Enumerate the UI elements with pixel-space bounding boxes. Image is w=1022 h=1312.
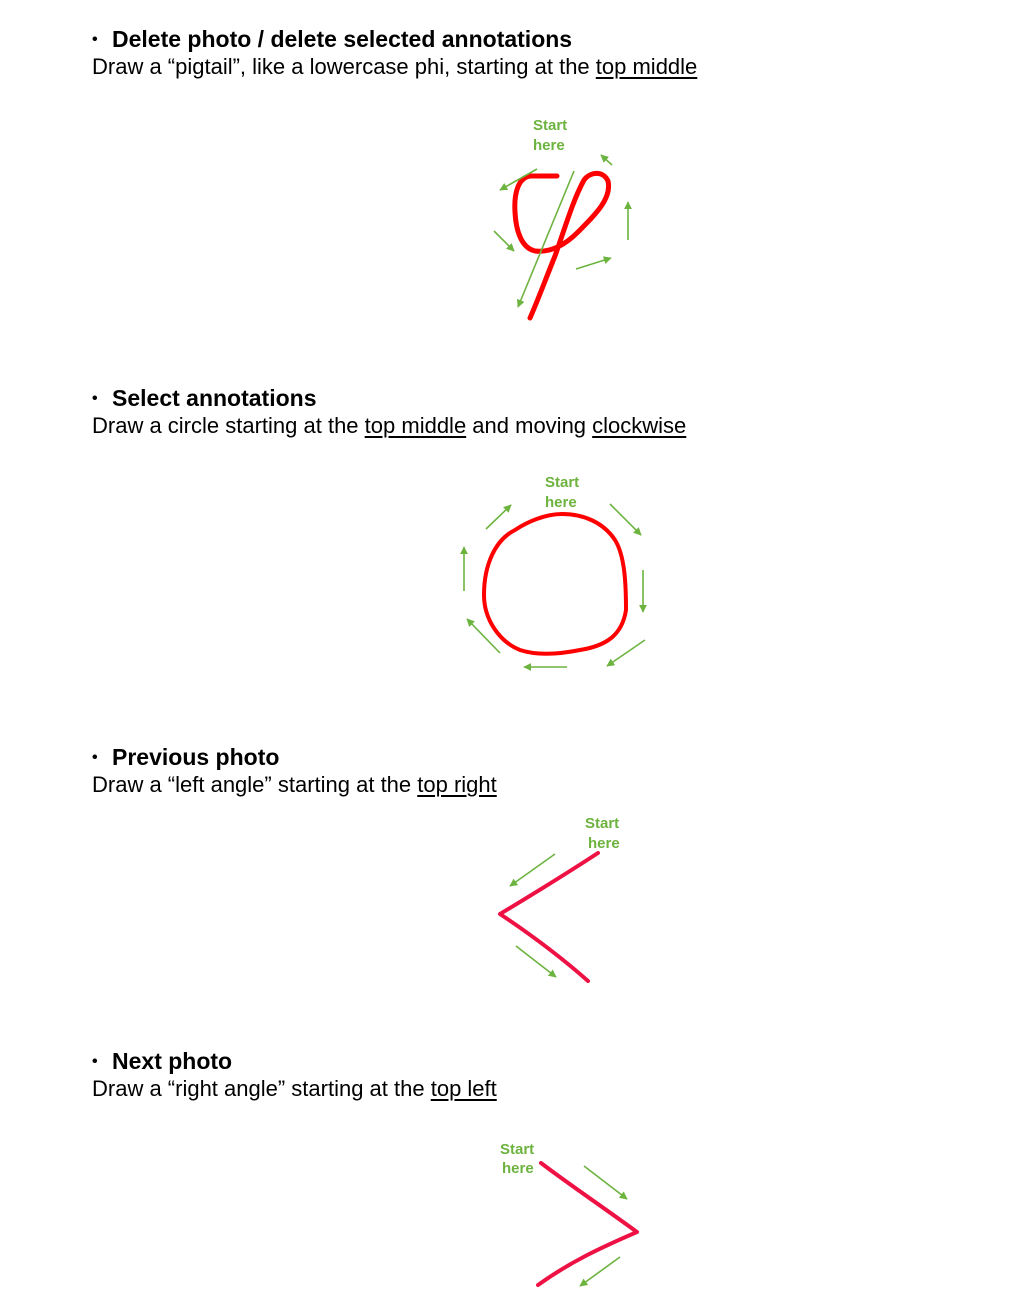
arrow-icon	[515, 945, 557, 978]
title-text: Delete photo / delete selected annotatio…	[112, 26, 573, 52]
start-label: Start	[585, 815, 619, 832]
desc-text: Draw a circle starting at the	[92, 413, 365, 438]
circle-gesture-icon: Start here	[460, 474, 647, 671]
arrow-icon	[517, 170, 575, 308]
arrow-icon	[466, 618, 501, 654]
start-label: here	[502, 1160, 534, 1177]
instruction-description: Draw a “right angle” starting at the top…	[92, 1075, 497, 1103]
start-label: here	[545, 494, 577, 511]
instruction-description: Draw a “left angle” starting at the top …	[92, 771, 497, 799]
start-label: Start	[500, 1141, 534, 1158]
left-angle-gesture-icon: Start here	[498, 815, 620, 983]
gesture-stroke	[498, 851, 600, 983]
arrow-icon	[485, 504, 512, 530]
arrow-icon	[609, 503, 642, 536]
title-text: Previous photo	[112, 744, 280, 770]
desc-text: Draw a “right angle” starting at the	[92, 1076, 431, 1101]
bullet-icon: •	[92, 31, 98, 48]
arrow-icon	[575, 256, 612, 270]
bullet-icon: •	[92, 390, 98, 407]
start-label: Start	[533, 117, 567, 134]
arrow-icon	[600, 154, 613, 166]
desc-emphasis: top middle	[364, 413, 467, 438]
instruction-title: • Next photo	[92, 1047, 232, 1076]
desc-text: and moving	[466, 413, 593, 438]
right-angle-gesture-icon: Start here	[500, 1141, 639, 1287]
arrow-icon	[579, 1256, 621, 1287]
instruction-description: Draw a “pigtail”, like a lowercase phi, …	[92, 53, 697, 81]
instruction-title: • Previous photo	[92, 743, 279, 772]
pigtail-gesture-icon: Start here	[493, 117, 632, 321]
desc-emphasis: top left	[430, 1076, 497, 1101]
arrow-icon	[606, 639, 646, 667]
arrow-icon	[493, 230, 515, 252]
gesture-stroke	[536, 1161, 639, 1287]
desc-emphasis: top middle	[595, 54, 698, 79]
instruction-title: • Select annotations	[92, 384, 316, 413]
desc-text: Draw a “pigtail”, like a lowercase phi, …	[92, 54, 596, 79]
gesture-stroke	[512, 170, 612, 321]
start-label: Start	[545, 474, 579, 491]
title-text: Next photo	[112, 1048, 233, 1074]
start-label: here	[588, 835, 620, 852]
title-text: Select annotations	[112, 385, 317, 411]
arrow-icon	[499, 168, 538, 191]
arrow-icon	[583, 1165, 628, 1200]
bullet-icon: •	[92, 1053, 98, 1070]
gesture-stroke	[482, 512, 628, 656]
instruction-title: • Delete photo / delete selected annotati…	[92, 25, 572, 54]
desc-emphasis: clockwise	[592, 413, 687, 438]
arrow-icon	[509, 853, 556, 887]
desc-text: Draw a “left angle” starting at the	[92, 772, 418, 797]
desc-emphasis: top right	[417, 772, 497, 797]
instruction-description: Draw a circle starting at the top middle…	[92, 412, 686, 440]
start-label: here	[533, 137, 565, 154]
bullet-icon: •	[92, 749, 98, 766]
